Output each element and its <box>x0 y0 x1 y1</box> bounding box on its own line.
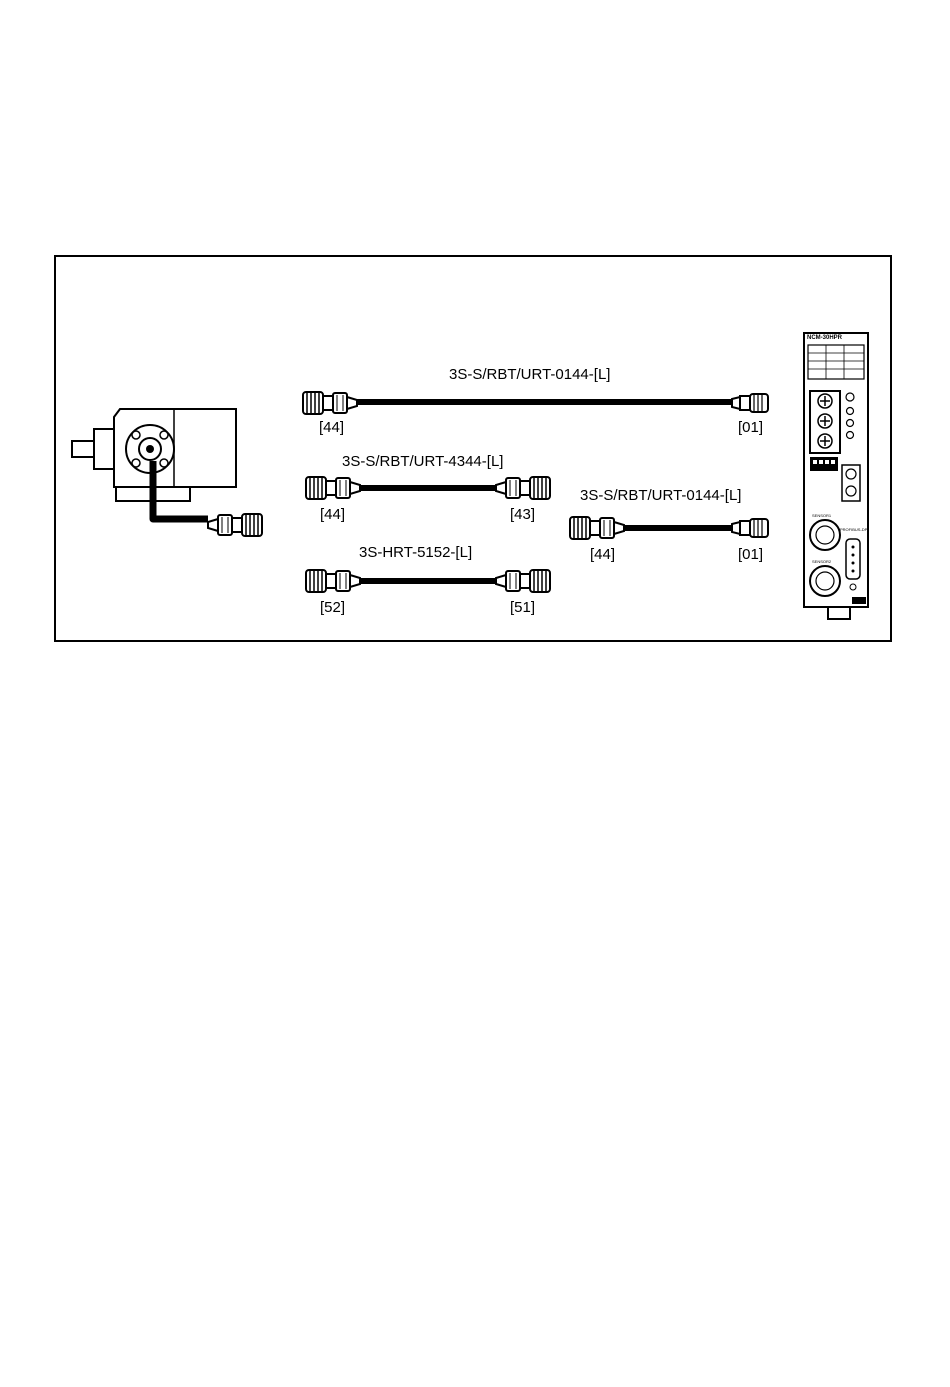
cable-3-part-number: 3S-S/RBT/URT-0144-[L] <box>580 488 741 504</box>
controller-port-profibus: PROFIBUS-DP <box>840 527 867 532</box>
cable-4-right-end: [51] <box>510 600 535 616</box>
cable-4 <box>306 570 550 592</box>
controller-module <box>804 333 868 619</box>
controller-port-sensor1: SENSOR1 <box>812 513 831 518</box>
cable-1-part-number: 3S-S/RBT/URT-0144-[L] <box>449 367 610 383</box>
cable-4-part-number: 3S-HRT-5152-[L] <box>359 545 472 561</box>
cable-3-left-end: [44] <box>590 547 615 563</box>
cable-1-right-end: [01] <box>738 420 763 436</box>
cable-4-left-end: [52] <box>320 600 345 616</box>
cable-3 <box>570 517 768 539</box>
encoder-cable-connector <box>208 514 262 536</box>
cable-1 <box>303 392 768 414</box>
cable-diagram <box>56 257 894 644</box>
controller-port-sensor2: SENSOR2 <box>812 559 831 564</box>
cable-3-right-end: [01] <box>738 547 763 563</box>
cable-2-right-end: [43] <box>510 507 535 523</box>
cable-2 <box>306 477 550 499</box>
encoder-motor <box>72 409 236 519</box>
diagram-frame: 3S-S/RBT/URT-0144-[L] [44] [01] 3S-S/RBT… <box>54 255 892 642</box>
controller-model: NCM-30HPR <box>807 335 842 342</box>
cable-2-part-number: 3S-S/RBT/URT-4344-[L] <box>342 454 503 470</box>
cable-1-left-end: [44] <box>319 420 344 436</box>
cable-2-left-end: [44] <box>320 507 345 523</box>
